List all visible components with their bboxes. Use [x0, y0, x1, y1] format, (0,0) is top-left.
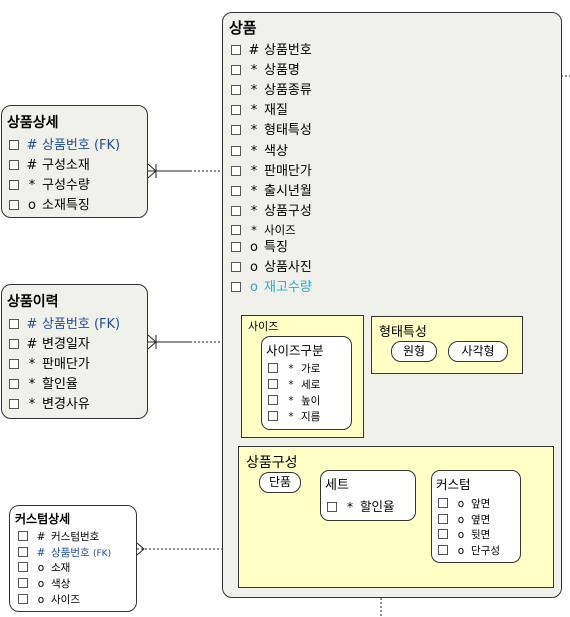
checkbox-icon — [18, 531, 28, 541]
checkbox-icon — [438, 514, 448, 524]
entity-custom-detail-title: 커스텀상세 — [15, 512, 71, 526]
checkbox-icon — [438, 545, 448, 555]
size-attr-3[interactable]: *지름 — [268, 410, 320, 425]
detail-attr-1[interactable]: #구성소재 — [9, 157, 90, 175]
checkbox-icon — [9, 338, 19, 349]
checkbox-icon — [231, 104, 241, 115]
composition-custom-title: 커스텀 — [436, 477, 471, 492]
history-attr-1[interactable]: #변경일자 — [9, 336, 90, 354]
composition-single[interactable]: 단품 — [259, 472, 301, 493]
history-attr-4[interactable]: *변경사유 — [9, 396, 90, 414]
size-category-title: 사이즈구분 — [266, 343, 324, 358]
subtype-shape[interactable]: 형태특성 원형 사각형 — [371, 316, 523, 374]
checkbox-icon — [231, 165, 241, 176]
product-attr-5[interactable]: *색상 — [231, 143, 288, 161]
rel-history-crowfoot — [147, 334, 157, 350]
subtype-size[interactable]: 사이즈 사이즈구분 *가로 *세로 *높이 *지름 — [241, 315, 364, 438]
checkbox-icon — [9, 179, 19, 190]
entity-product-detail-title: 상품상세 — [7, 115, 59, 131]
checkbox-icon — [18, 562, 28, 572]
set-attr-0[interactable]: *할인율 — [327, 498, 395, 516]
size-attr-2[interactable]: *높이 — [268, 394, 320, 409]
composition-set-box[interactable]: 세트 *할인율 — [320, 470, 416, 521]
checkbox-icon — [231, 145, 241, 156]
product-attr-8[interactable]: *상품구성 — [231, 203, 312, 221]
checkbox-icon — [231, 261, 241, 272]
checkbox-icon — [438, 498, 448, 508]
checkbox-icon — [231, 281, 241, 292]
checkbox-icon — [327, 501, 337, 512]
checkbox-icon — [231, 84, 241, 95]
checkbox-icon — [268, 379, 278, 389]
product-attr-3[interactable]: *재질 — [231, 102, 288, 120]
checkbox-icon — [9, 398, 19, 409]
checkbox-icon — [231, 44, 241, 55]
checkbox-icon — [231, 64, 241, 75]
entity-product-title: 상품 — [229, 19, 257, 37]
product-attr-2[interactable]: *상품종류 — [231, 82, 312, 100]
subtype-composition-title: 상품구성 — [246, 455, 298, 471]
size-attr-0[interactable]: *가로 — [268, 362, 320, 377]
product-attr-0[interactable]: #상품번호 — [231, 42, 312, 60]
detail-attr-2[interactable]: *구성수량 — [9, 177, 90, 195]
checkbox-icon — [231, 185, 241, 196]
entity-product-history-title: 상품이력 — [7, 294, 59, 310]
checkbox-icon — [231, 124, 241, 135]
checkbox-icon — [268, 363, 278, 373]
checkbox-icon — [9, 139, 19, 150]
product-attr-6[interactable]: *판매단가 — [231, 163, 312, 181]
product-attr-9[interactable]: *사이즈 — [231, 221, 296, 239]
subtype-shape-title: 형태특성 — [379, 325, 427, 340]
checkbox-icon — [18, 578, 28, 588]
rel-detail-crowfoot — [147, 163, 157, 179]
checkbox-icon — [9, 358, 19, 369]
shape-option-square[interactable]: 사각형 — [448, 341, 508, 362]
shape-option-round[interactable]: 원형 — [391, 341, 437, 362]
checkbox-icon — [231, 241, 241, 252]
history-attr-3[interactable]: *할인율 — [9, 376, 78, 394]
product-attr-1[interactable]: *상품명 — [231, 62, 300, 80]
checkbox-icon — [268, 395, 278, 405]
product-attr-7[interactable]: *출시년월 — [231, 183, 312, 201]
product-attr-4[interactable]: *형태특성 — [231, 122, 312, 140]
subtype-size-title: 사이즈 — [248, 320, 279, 333]
size-attr-1[interactable]: *세로 — [268, 378, 320, 393]
history-attr-0[interactable]: #상품번호 (FK) — [9, 316, 120, 334]
checkbox-icon — [268, 411, 278, 421]
checkbox-icon — [18, 594, 28, 604]
rel-custom-crowfoot — [136, 542, 145, 556]
checkbox-icon — [9, 199, 19, 210]
checkbox-icon — [231, 224, 241, 235]
checkbox-icon — [9, 318, 19, 329]
detail-attr-0[interactable]: #상품번호 (FK) — [9, 137, 120, 155]
checkbox-icon — [438, 529, 448, 539]
composition-set-title: 세트 — [325, 478, 349, 493]
checkbox-icon — [9, 159, 19, 170]
checkbox-icon — [9, 378, 19, 389]
history-attr-2[interactable]: *판매단가 — [9, 356, 90, 374]
checkbox-icon — [18, 547, 28, 557]
custom-detail-attr-0[interactable]: #커스텀번호 — [18, 530, 99, 545]
checkbox-icon — [231, 205, 241, 216]
entity-product[interactable]: 상품 #상품번호 *상품명 *상품종류 *재질 *형태특성 *색상 *판매단가 … — [222, 12, 562, 598]
size-category-box[interactable]: 사이즈구분 *가로 *세로 *높이 *지름 — [261, 336, 352, 430]
entity-product-history[interactable]: 상품이력 #상품번호 (FK) #변경일자 *판매단가 *할인율 *변경사유 — [1, 284, 148, 419]
custom-detail-attr-1[interactable]: #상품번호 (FK) — [18, 546, 111, 562]
